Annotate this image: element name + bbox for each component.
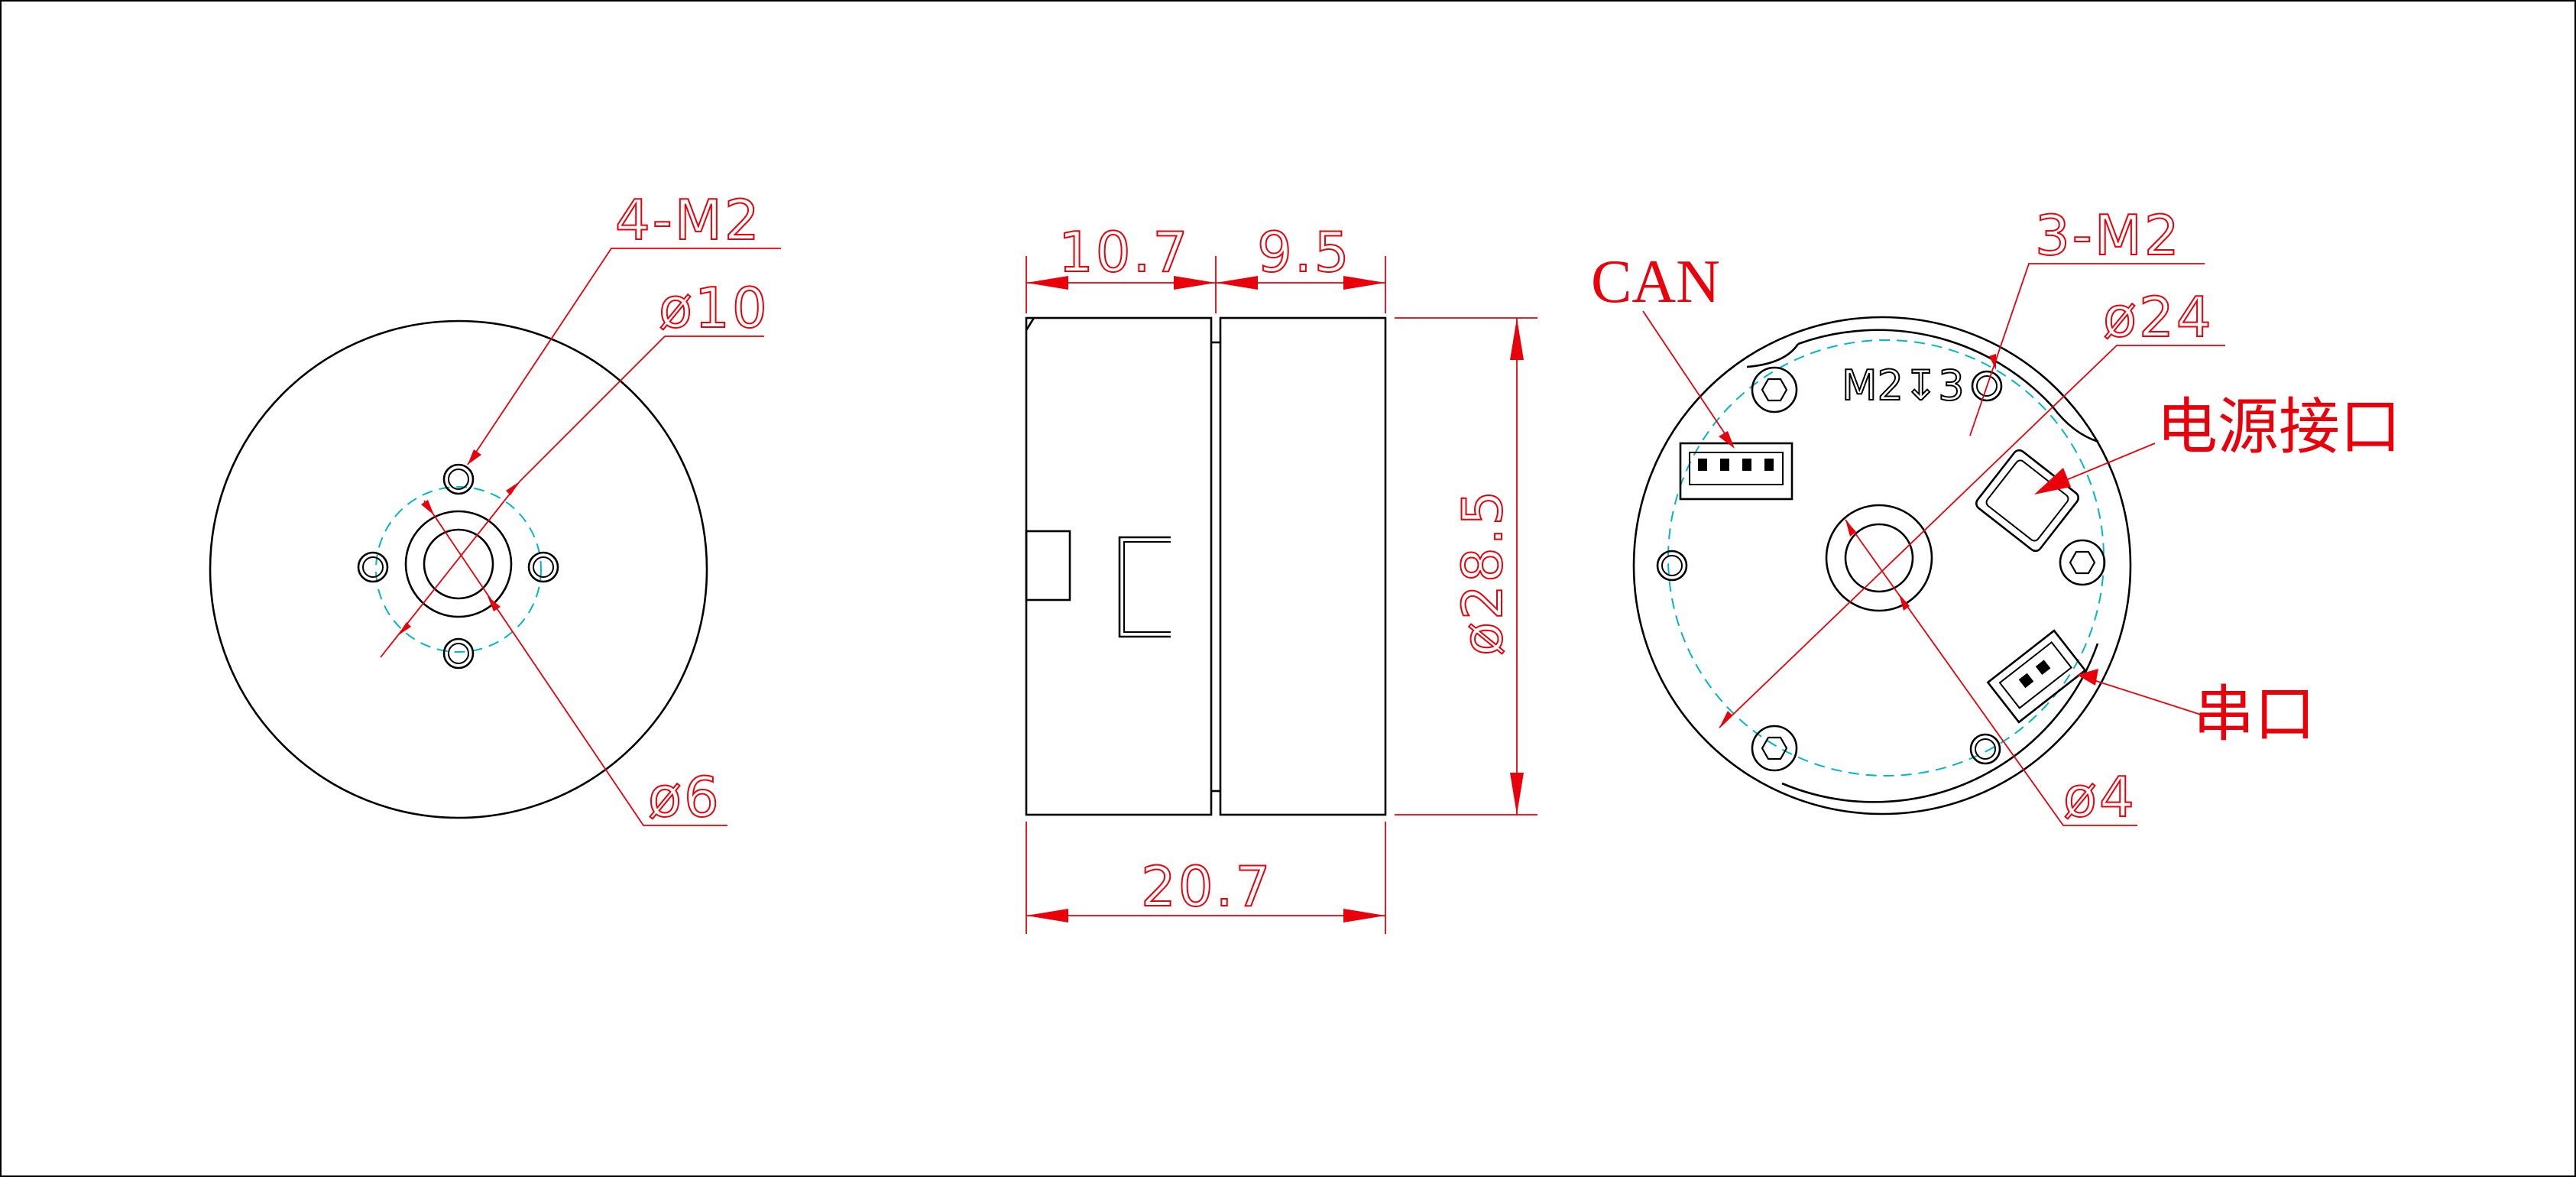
front-bore-circle (423, 528, 494, 600)
side-arrow-8 (1510, 773, 1524, 815)
power-port-housing (1975, 449, 2079, 553)
back-screw-head-right (2059, 539, 2106, 586)
front-bore-dia-label: ø6 (648, 765, 721, 829)
front-mount-hole-right-inner (533, 556, 554, 578)
front-pitch-dia-label: ø10 (659, 276, 770, 340)
front-hub-circle (404, 510, 513, 618)
front-outer-circle (209, 319, 708, 819)
side-arrow-5 (1026, 909, 1068, 922)
side-arrow-3 (1216, 276, 1258, 290)
front-mount-hole-left (357, 551, 389, 583)
back-bore-circle (1844, 523, 1914, 593)
side-chamfer-top (1025, 317, 1035, 331)
front-mount-hole-right (527, 551, 559, 583)
can-pin-3 (1742, 459, 1751, 471)
can-connector-inner (1689, 452, 1784, 485)
front-mount-hole-top (442, 463, 475, 495)
front-pitch-dia-arrow-a (506, 481, 520, 495)
side-length-right: 9.5 (1257, 220, 1352, 284)
front-pitch-circle-centerline (375, 486, 542, 653)
front-hole-callout: 4-M2 (615, 188, 762, 252)
can-label: CAN (1591, 248, 1720, 316)
back-mount-hole-left (1656, 550, 1688, 582)
side-total-length: 20.7 (1141, 854, 1272, 919)
back-hole-leader-arrow (1989, 354, 1996, 370)
front-mount-hole-bottom (442, 637, 475, 670)
back-rim-notch-top (2051, 406, 2099, 443)
back-mount-hole-top (1971, 370, 2003, 402)
back-rim-arc-bottom (1781, 643, 2099, 803)
serial-connector (1986, 629, 2087, 724)
front-hole-leader (467, 248, 781, 465)
can-leader (1642, 310, 1727, 436)
power-port-inner (1985, 459, 2069, 542)
side-connector-bracket-inner (1123, 541, 1171, 633)
back-rim-notch-left (1746, 343, 1800, 368)
side-body-right (1219, 316, 1387, 816)
can-pin-1 (1698, 459, 1707, 471)
can-leader-arrow (1719, 431, 1735, 449)
back-pitch-dia-arrow (1719, 711, 1732, 728)
front-view: 4-M2 ø10 ø6 (209, 187, 781, 830)
can-connector-housing (1679, 442, 1793, 501)
back-hub-circle (1825, 504, 1933, 612)
side-view: 10.7 9.5 20.7 ø28.5 (1025, 219, 1537, 934)
back-screw-head-bottom-left (1751, 725, 1798, 772)
front-hole-leader-arrow (468, 449, 481, 465)
serial-port-label: 串口 (2193, 682, 2315, 749)
back-mount-hole-bottom-inner (1975, 738, 1996, 760)
side-arrow-2 (1174, 276, 1216, 290)
side-arrow-7 (1510, 318, 1524, 360)
side-length-left: 10.7 (1058, 220, 1190, 284)
side-arrow-1 (1026, 276, 1068, 290)
side-arrow-4 (1343, 276, 1385, 290)
back-bore-dia-arrow-b (1899, 594, 1910, 611)
power-port (1975, 449, 2079, 553)
back-hole-leader (1969, 263, 2205, 436)
serial-pin-2 (2035, 660, 2051, 676)
front-mount-hole-bottom-inner (448, 643, 469, 664)
back-mount-hole-bottom (1969, 733, 2001, 765)
side-connector-block (1025, 530, 1071, 601)
back-rim-arc-top (1797, 329, 2053, 407)
side-connector-bracket (1118, 536, 1171, 638)
can-pin-4 (1764, 459, 1774, 471)
back-screw-head-top-left (1751, 366, 1798, 413)
back-pitch-dia-leader (1719, 345, 2225, 728)
front-pitch-dia-arrow-b (397, 622, 411, 636)
serial-leader-arrow (2077, 669, 2098, 686)
side-outer-dia-label: ø28.5 (1450, 488, 1515, 656)
front-mount-hole-left-inner (362, 556, 384, 578)
back-bore-dia-leader (1845, 519, 2137, 826)
front-bore-dia-arrow-b (488, 596, 501, 611)
back-thread-mark: M2↧3 (1842, 362, 1965, 410)
back-mount-hole-left-inner (1661, 555, 1683, 576)
can-connector (1679, 442, 1793, 501)
front-mount-hole-top-inner (448, 469, 469, 490)
back-bore-dia-label: ø4 (2063, 765, 2137, 829)
front-bore-dia-arrow-a (421, 500, 434, 515)
serial-leader (2093, 679, 2202, 715)
back-mount-hole-top-inner (1976, 375, 1998, 397)
serial-pin-1 (2018, 673, 2034, 689)
power-port-label: 电源接口 (2156, 394, 2401, 462)
back-view: M2↧3 3-M2 ø24 ø4 CAN 电源接口 串口 (1591, 203, 2401, 830)
side-arrow-6 (1343, 909, 1385, 922)
back-hole-callout: 3-M2 (2035, 203, 2182, 268)
front-pitch-dia-leader (519, 336, 764, 482)
serial-connector-housing (1986, 629, 2087, 724)
serial-connector-inner (1998, 640, 2072, 709)
back-bore-dia-arrow-a (1845, 520, 1856, 537)
back-pitch-dia-label: ø24 (2103, 285, 2214, 349)
can-pin-2 (1720, 459, 1729, 471)
back-outer-circle (1632, 316, 2132, 815)
power-leader-arrow (2034, 468, 2071, 494)
